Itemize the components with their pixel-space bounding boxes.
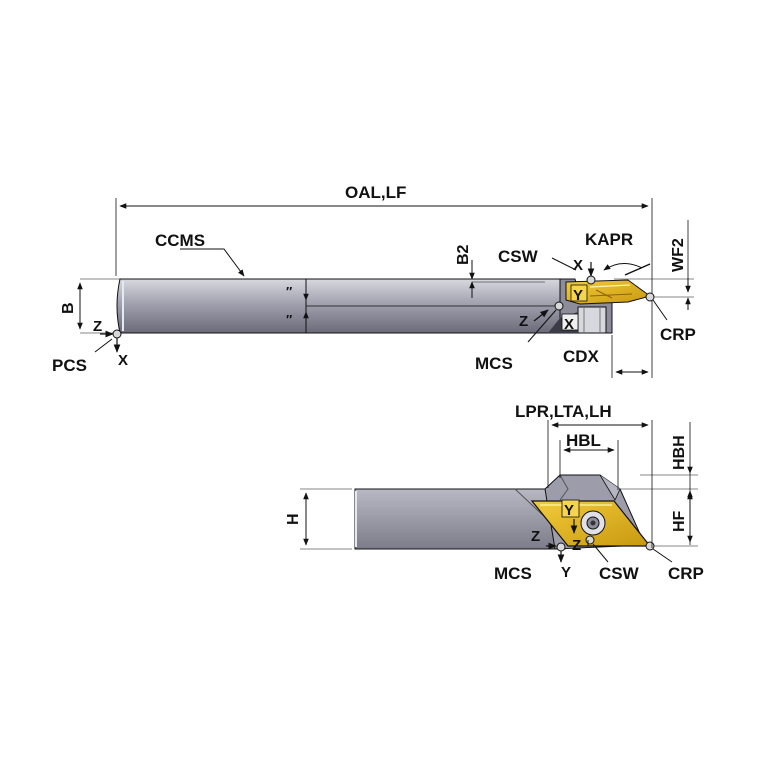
ccms-label: CCMS xyxy=(155,231,205,250)
y-csw-bottom-label: Y xyxy=(564,502,574,519)
csw-top-point xyxy=(586,275,596,285)
cdx-label: CDX xyxy=(563,347,600,366)
csw-bottom-point xyxy=(585,535,595,545)
b2-label: B2 xyxy=(455,244,472,265)
side-view: Y Z CSW Z Y MCS CRP LPR,LTA,LH HBL HBH xyxy=(285,402,704,583)
hf-label: HF xyxy=(671,510,688,532)
x-csw-top-label: X xyxy=(573,257,583,274)
mcs-bottom-point xyxy=(556,542,566,552)
z-csw-bottom-label: Z xyxy=(572,537,581,554)
oal-lf-label: OAL,LF xyxy=(345,183,406,202)
top-x-mcs-label: X xyxy=(564,316,574,333)
x-pcs-label: X xyxy=(118,352,128,369)
side-shank xyxy=(354,488,566,550)
b-label: B xyxy=(60,302,77,314)
pcs-point xyxy=(112,329,122,339)
csw-top-label: CSW xyxy=(498,247,539,266)
y-mcs-bottom-label: Y xyxy=(561,564,571,581)
top-view: Y X ″ ″ OAL,LF CCMS B2 CSW X KAPR xyxy=(52,183,696,378)
crp-top-label: CRP xyxy=(660,325,696,344)
hbh-label: HBH xyxy=(671,435,688,470)
pcs-label: PCS xyxy=(52,356,87,375)
lpr-lta-lh-label: LPR,LTA,LH xyxy=(515,402,612,421)
top-clamp xyxy=(577,306,607,334)
crp-bottom-label: CRP xyxy=(668,564,704,583)
crp-bottom-point xyxy=(645,541,655,551)
z-mcs-top-label: Z xyxy=(519,313,528,330)
tick-mark-lower: ″ xyxy=(286,312,292,327)
crp-top-point xyxy=(645,292,655,302)
csw-bottom-label: CSW xyxy=(599,564,640,583)
z-mcs-bottom-label: Z xyxy=(531,528,540,545)
tick-mark-upper: ″ xyxy=(286,284,292,299)
z-pcs-label: Z xyxy=(93,318,102,335)
wf2-label: WF2 xyxy=(670,238,687,272)
kapr-label: KAPR xyxy=(585,230,633,249)
hbl-label: HBL xyxy=(566,431,601,450)
h-label: H xyxy=(285,513,302,525)
mcs-top-label: MCS xyxy=(475,354,513,373)
mcs-top-point xyxy=(554,301,564,311)
mcs-bottom-label: MCS xyxy=(494,564,532,583)
top-y-label: Y xyxy=(573,287,583,304)
